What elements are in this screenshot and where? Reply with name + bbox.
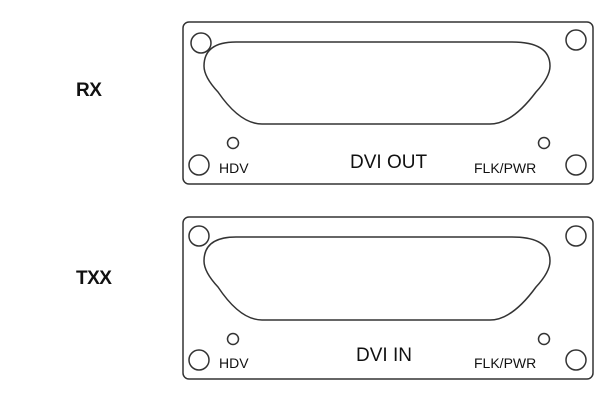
txx-flk-pwr-label: FLK/PWR <box>474 355 536 371</box>
txx-panel: HDV DVI IN FLK/PWR <box>182 216 594 380</box>
rx-label: RX <box>76 80 102 101</box>
rx-mount-hole-bottom-left <box>188 154 210 176</box>
rx-panel: HDV DVI OUT FLK/PWR <box>182 21 594 185</box>
rx-connector-label: DVI OUT <box>350 152 427 173</box>
txx-mount-hole-top-left <box>188 225 210 247</box>
rx-dvi-connector <box>203 41 551 125</box>
rx-flk-pwr-label: FLK/PWR <box>474 160 536 176</box>
rx-hdv-label: HDV <box>219 160 249 176</box>
txx-flk-pwr-led <box>537 332 551 346</box>
txx-connector-label: DVI IN <box>356 345 412 366</box>
rx-mount-hole-top-left <box>190 32 212 54</box>
rx-panel-frame <box>182 21 594 185</box>
txx-hdv-label: HDV <box>219 355 249 371</box>
txx-dvi-connector <box>203 236 551 321</box>
rx-mount-hole-top-right <box>565 29 587 51</box>
txx-panel-frame <box>182 216 594 380</box>
txx-label: TXX <box>76 268 112 289</box>
txx-hdv-led <box>226 332 240 346</box>
rx-mount-hole-bottom-right <box>565 154 587 176</box>
rx-hdv-led <box>226 136 240 150</box>
txx-mount-hole-bottom-right <box>565 349 587 371</box>
txx-mount-hole-bottom-left <box>188 349 210 371</box>
txx-mount-hole-top-right <box>565 225 587 247</box>
rx-flk-pwr-led <box>537 136 551 150</box>
